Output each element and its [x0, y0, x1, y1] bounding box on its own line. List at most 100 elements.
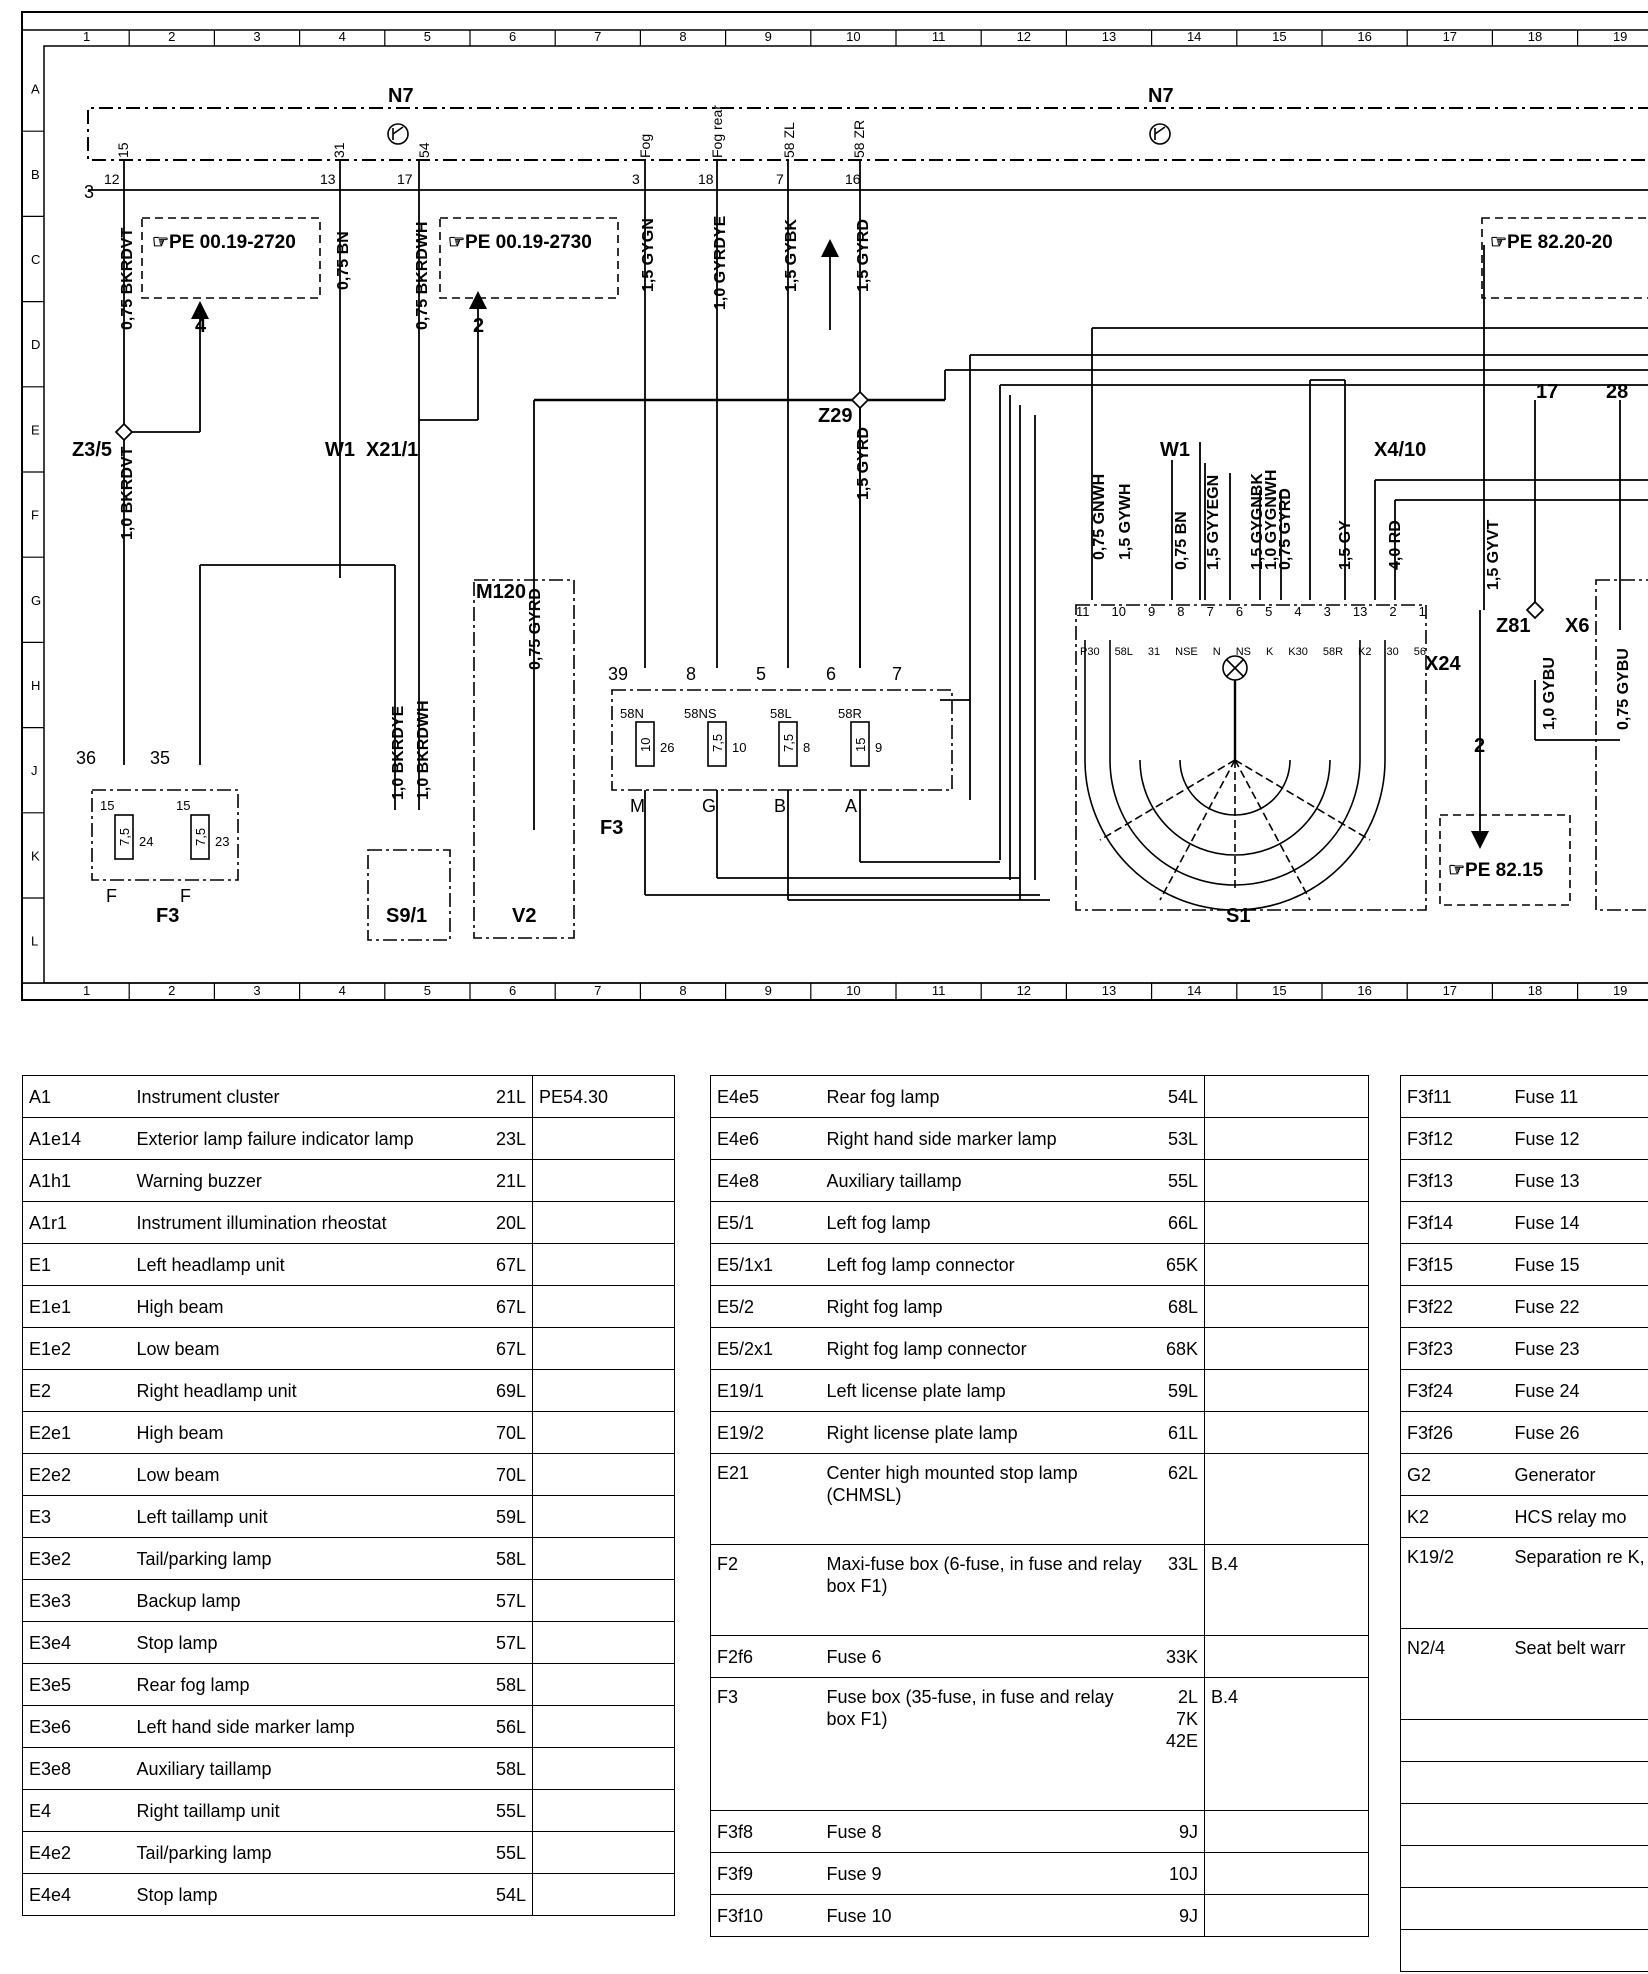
wire-label: 0,75 BKRDWH	[414, 222, 431, 330]
wire-label: 4,0 RD	[1387, 520, 1404, 570]
fuse-rating: 7,5	[710, 734, 725, 752]
cell-note	[532, 1243, 675, 1286]
cell-desc: Low beam	[130, 1327, 461, 1370]
fuse-number: 9	[875, 740, 882, 755]
cell-ref: 70L	[460, 1411, 533, 1454]
arrow-number-17: 17	[1536, 381, 1558, 403]
fuse-terminal-number: 5	[756, 664, 766, 684]
column-number: 8	[679, 983, 686, 998]
cell-code: F3f14	[1400, 1201, 1509, 1244]
cell-ref: 57L	[460, 1579, 533, 1622]
connector-3-label: 3	[84, 182, 94, 202]
wire-label: 1,5 GYRD	[855, 427, 872, 500]
cell-desc: Fuse 26	[1508, 1411, 1648, 1454]
cell-note	[532, 1831, 675, 1874]
cell-desc: Stop lamp	[130, 1873, 461, 1916]
fuse-end-label: B	[774, 796, 786, 816]
pin-7: 7	[776, 171, 784, 187]
column-number: 14	[1187, 29, 1201, 44]
pin-fog-rear: Fog rear	[709, 105, 725, 158]
column-number: 9	[765, 983, 772, 998]
n7-pin-labels: 12 15 13 31 17 54 3 Fog 18 Fog rear 7 58…	[104, 105, 867, 187]
cell-desc: Maxi-fuse box (6-fuse, in fuse and relay…	[820, 1544, 1151, 1636]
cell-ref: 67L	[460, 1327, 533, 1370]
cell-code	[1400, 1845, 1509, 1888]
wire-label: 1,5 GY	[1337, 520, 1354, 570]
cell-desc: Fuse 22	[1508, 1285, 1648, 1328]
fuse-terminal-number: 7	[892, 664, 902, 684]
column-number: 15	[1272, 983, 1286, 998]
cell-desc	[1508, 1845, 1648, 1888]
s1-terminal: K2	[1358, 646, 1372, 658]
cell-ref: 70L	[460, 1453, 533, 1496]
cell-desc: Auxiliary taillamp	[820, 1159, 1151, 1202]
cell-note	[1204, 1369, 1369, 1412]
pin-12: 12	[104, 171, 120, 187]
cell-note	[1204, 1894, 1369, 1937]
cell-code: E2e1	[22, 1411, 131, 1454]
s1-pin: 5	[1265, 604, 1273, 619]
wire-label: 1,5 GYWH	[1117, 484, 1134, 560]
cell-code: A1	[22, 1075, 131, 1118]
s1-pin: 3	[1323, 604, 1331, 619]
s1-terminal: 31	[1147, 646, 1161, 658]
cell-code: E5/1	[710, 1201, 821, 1244]
cell-desc: Right fog lamp	[820, 1285, 1151, 1328]
cell-desc: Fuse 8	[820, 1810, 1151, 1853]
s1-pin-row-bottom: P30 58L 31 NSE N NS K K30 58R K2 30 56	[1080, 646, 1426, 662]
splice-nodes	[114, 390, 1545, 620]
pe-ref-82-15: ☞PE 82.15	[1448, 860, 1544, 881]
cell-desc: Exterior lamp failure indicator lamp	[130, 1117, 461, 1160]
cell-note	[532, 1747, 675, 1790]
fuse-end-label: G	[702, 796, 716, 816]
cell-note	[1204, 1453, 1369, 1545]
cell-desc: Left fog lamp	[820, 1201, 1151, 1244]
table-row	[1400, 1761, 1648, 1804]
wire-label: 1,0 GYBU	[1541, 657, 1558, 730]
fuse-terminal: 15	[176, 798, 190, 813]
column-number: 19	[1613, 983, 1627, 998]
column-number: 5	[424, 983, 431, 998]
column-number: 10	[846, 29, 860, 44]
n7-right-label: N7	[1148, 85, 1174, 107]
cell-ref: 23L	[460, 1117, 533, 1160]
column-number: 7	[594, 29, 601, 44]
f3-mid-label: F3	[600, 817, 623, 839]
wire-label: 0,75 GYRD	[1277, 488, 1294, 570]
wire-label: 1,5 GYYEGN	[1205, 475, 1222, 570]
s1-pin: 9	[1148, 604, 1156, 619]
fuse-end-label: A	[845, 796, 857, 816]
w1-right-label: W1	[1160, 439, 1190, 461]
wire-label: 1,0 GYRDYE	[712, 215, 729, 310]
table-row	[1400, 1887, 1648, 1930]
s1-terminal: 58L	[1114, 646, 1133, 658]
cell-code: E2e2	[22, 1453, 131, 1496]
pin-31: 31	[331, 142, 347, 158]
cell-code: E4e4	[22, 1873, 131, 1916]
s1-label: S1	[1226, 905, 1250, 927]
cell-desc: Fuse 12	[1508, 1117, 1648, 1160]
s1-terminal: K30	[1288, 646, 1308, 658]
pin-54: 54	[416, 142, 432, 158]
wire-label: 0,75 BKRDVT	[119, 228, 136, 330]
cell-code: F3f8	[710, 1810, 821, 1853]
cell-desc: Right license plate lamp	[820, 1411, 1151, 1454]
cell-ref: 21L	[460, 1159, 533, 1202]
s1-terminal: 30	[1386, 646, 1399, 658]
s1-pin: 4	[1294, 604, 1302, 619]
s1-pin: 7	[1206, 604, 1214, 619]
